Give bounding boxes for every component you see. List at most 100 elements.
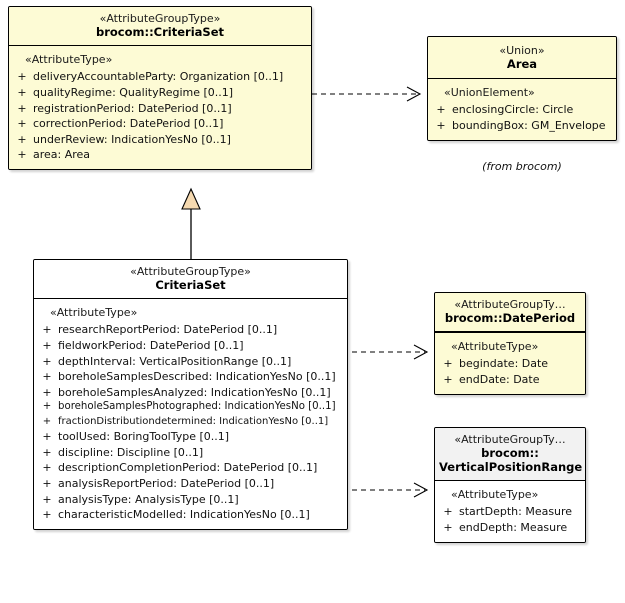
attribute-row[interactable]: + correctionPeriod: DatePeriod [0..1]	[11, 116, 309, 132]
attribute-row[interactable]: + descriptionCompletionPeriod: DatePerio…	[36, 460, 345, 476]
attribute-visibility: +	[17, 148, 27, 162]
attribute-text: researchReportPeriod: DatePeriod [0..1]	[58, 323, 278, 337]
attribute-row[interactable]: + boreholeSamplesAnalyzed: IndicationYes…	[36, 385, 345, 401]
attribute-row[interactable]: + deliveryAccountableParty: Organization…	[11, 69, 309, 85]
attribute-text: toolUsed: BoringToolType [0..1]	[58, 430, 230, 444]
attribute-visibility: +	[436, 118, 446, 132]
class-header-brocom-dateperiod: «AttributeGroupTy… brocom::DatePeriod	[435, 293, 585, 334]
attribute-text: qualityRegime: QualityRegime [0..1]	[33, 85, 234, 99]
attribute-compartment-stereotype: «AttributeType»	[451, 340, 539, 354]
attribute-text: deliveryAccountableParty: Organization […	[33, 70, 284, 84]
attribute-visibility: +	[443, 357, 453, 371]
attribute-visibility: +	[42, 508, 52, 522]
attribute-text: registrationPeriod: DatePeriod [0..1]	[33, 101, 232, 115]
attribute-visibility: +	[42, 492, 52, 506]
attribute-row[interactable]: + registrationPeriod: DatePeriod [0..1]	[11, 101, 309, 117]
class-stereotype: «Union»	[499, 44, 545, 57]
class-name-line1: brocom::	[481, 446, 539, 461]
attribute-text: begindate: Date	[459, 357, 549, 371]
class-brocom-dateperiod[interactable]: «AttributeGroupTy… brocom::DatePeriod «A…	[434, 292, 586, 395]
attribute-visibility: +	[42, 476, 52, 490]
attribute-row[interactable]: + enclosingCircle: Circle	[430, 102, 614, 118]
class-name: Area	[506, 57, 538, 72]
attribute-row[interactable]: + analysisType: AnalysisType [0..1]	[36, 492, 345, 508]
attribute-visibility: +	[17, 117, 27, 131]
attribute-row[interactable]: + endDepth: Measure	[437, 520, 583, 536]
attribute-visibility: +	[443, 372, 453, 386]
attribute-visibility: +	[17, 132, 27, 146]
attribute-visibility: +	[17, 85, 27, 99]
class-header-brocom-verticalpositionrange: «AttributeGroupTy… brocom:: VerticalPosi…	[435, 428, 585, 482]
attribute-row[interactable]: + discipline: Discipline [0..1]	[36, 445, 345, 461]
attribute-visibility: +	[42, 401, 52, 413]
attribute-visibility: +	[42, 430, 52, 444]
attribute-text: boreholeSamplesPhotographed: IndicationY…	[58, 401, 336, 413]
dependency-criteriaset-to-verticalpositionrange	[352, 482, 429, 498]
class-header-brocom-criteriaset: «AttributeGroupType» brocom::CriteriaSet	[9, 7, 311, 47]
attribute-row[interactable]: + characteristicModelled: IndicationYesN…	[36, 507, 345, 523]
attribute-text: analysisReportPeriod: DatePeriod [0..1]	[58, 476, 275, 490]
attribute-visibility: +	[42, 385, 52, 399]
area-package-note: (from brocom)	[482, 160, 562, 173]
attribute-text: underReview: IndicationYesNo [0..1]	[33, 132, 231, 146]
class-body-brocom-dateperiod: «AttributeType» + begindate: Date + endD…	[435, 333, 585, 394]
attribute-row[interactable]: + underReview: IndicationYesNo [0..1]	[11, 132, 309, 148]
attribute-row[interactable]: + qualityRegime: QualityRegime [0..1]	[11, 85, 309, 101]
generalization-criteriaset-to-brocom-criteriaset	[181, 187, 201, 259]
class-brocom-verticalpositionrange[interactable]: «AttributeGroupTy… brocom:: VerticalPosi…	[434, 427, 586, 543]
class-name-line2: VerticalPositionRange	[439, 460, 583, 475]
attribute-text: enclosingCircle: Circle	[452, 103, 574, 117]
attribute-row[interactable]: + boreholeSamplesDescribed: IndicationYe…	[36, 369, 345, 385]
class-stereotype: «AttributeGroupTy…	[454, 298, 566, 311]
class-name: brocom::DatePeriod	[444, 311, 576, 326]
attribute-compartment-stereotype: «AttributeType»	[50, 306, 138, 320]
attribute-text: endDate: Date	[459, 372, 540, 386]
attribute-row[interactable]: + researchReportPeriod: DatePeriod [0..1…	[36, 322, 345, 338]
attribute-row[interactable]: + begindate: Date	[437, 356, 583, 372]
dependency-brocom-criteriaset-to-area	[312, 86, 422, 102]
attribute-visibility: +	[42, 461, 52, 475]
class-header-criteriaset: «AttributeGroupType» CriteriaSet	[34, 260, 347, 300]
attribute-visibility: +	[17, 101, 27, 115]
attribute-visibility: +	[443, 520, 453, 534]
class-brocom-criteriaset[interactable]: «AttributeGroupType» brocom::CriteriaSet…	[8, 6, 312, 171]
attribute-text: characteristicModelled: IndicationYesNo …	[58, 508, 310, 522]
attribute-compartment-stereotype: «AttributeType»	[25, 53, 113, 67]
attribute-text: depthInterval: VerticalPositionRange [0.…	[58, 354, 292, 368]
attribute-text: discipline: Discipline [0..1]	[58, 445, 204, 459]
attribute-row[interactable]: + analysisReportPeriod: DatePeriod [0..1…	[36, 476, 345, 492]
attribute-compartment-stereotype: «UnionElement»	[444, 86, 535, 100]
class-criteriaset[interactable]: «AttributeGroupType» CriteriaSet «Attrib…	[33, 259, 348, 530]
class-stereotype: «AttributeGroupType»	[99, 12, 221, 25]
attribute-visibility: +	[42, 445, 52, 459]
attribute-text: boundingBox: GM_Envelope	[452, 118, 606, 132]
attribute-row[interactable]: + fractionDistributiondetermined: Indica…	[36, 415, 345, 429]
attribute-row[interactable]: + depthInterval: VerticalPositionRange […	[36, 354, 345, 370]
class-name: CriteriaSet	[155, 278, 226, 293]
attribute-row[interactable]: + endDate: Date	[437, 372, 583, 388]
attribute-row[interactable]: + fieldworkPeriod: DatePeriod [0..1]	[36, 338, 345, 354]
class-area[interactable]: «Union» Area «UnionElement» + enclosingC…	[427, 36, 617, 141]
attribute-text: analysisType: AnalysisType [0..1]	[58, 492, 239, 506]
attribute-row[interactable]: + startDepth: Measure	[437, 504, 583, 520]
class-name: brocom::CriteriaSet	[95, 25, 224, 40]
class-body-criteriaset: «AttributeType» + researchReportPeriod: …	[34, 299, 347, 529]
attribute-visibility: +	[42, 354, 52, 368]
attribute-text: fieldworkPeriod: DatePeriod [0..1]	[58, 338, 244, 352]
attribute-row[interactable]: + area: Area	[11, 147, 309, 163]
attribute-row[interactable]: + boreholeSamplesPhotographed: Indicatio…	[36, 400, 345, 414]
class-header-area: «Union» Area	[428, 37, 616, 80]
attribute-visibility: +	[42, 338, 52, 352]
class-stereotype: «AttributeGroupType»	[130, 265, 251, 278]
attribute-row[interactable]: + boundingBox: GM_Envelope	[430, 118, 614, 134]
attribute-compartment-stereotype: «AttributeType»	[451, 488, 539, 502]
attribute-text: descriptionCompletionPeriod: DatePeriod …	[58, 461, 318, 475]
attribute-visibility: +	[436, 103, 446, 117]
attribute-text: startDepth: Measure	[459, 505, 573, 519]
attribute-text: fractionDistributiondetermined: Indicati…	[58, 415, 329, 427]
attribute-visibility: +	[42, 323, 52, 337]
attribute-row[interactable]: + toolUsed: BoringToolType [0..1]	[36, 429, 345, 445]
class-body-brocom-verticalpositionrange: «AttributeType» + startDepth: Measure + …	[435, 481, 585, 542]
attribute-text: endDepth: Measure	[459, 520, 568, 534]
